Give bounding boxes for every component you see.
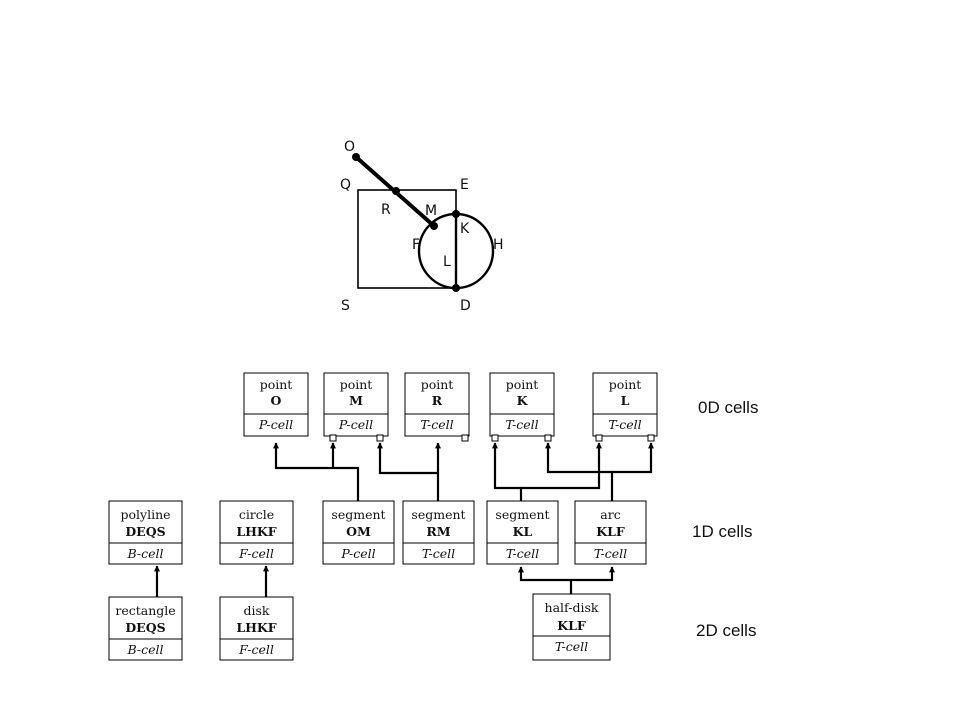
cell-polyline-deqs: polyline DEQS B-cell <box>108 500 183 565</box>
point-m-dot <box>430 222 438 230</box>
cell-kind: B-cell <box>126 546 163 561</box>
cell-point-k: point K T-cell <box>489 372 555 437</box>
cell-kind: T-cell <box>608 417 641 432</box>
cell-name: KL <box>513 524 533 539</box>
arrow-halfdisk-bus <box>518 566 573 594</box>
cell-type: point <box>421 377 454 392</box>
label-q: Q <box>340 177 351 193</box>
label-h: H <box>493 237 504 253</box>
label-o: O <box>344 139 355 155</box>
cell-segment-om: segment OM P-cell <box>322 500 395 565</box>
cell-type: segment <box>331 507 385 522</box>
cell-kind: B-cell <box>126 642 163 657</box>
arrow-kl-to-l <box>521 442 602 490</box>
label-s: S <box>341 298 350 314</box>
cell-name: KLF <box>557 618 586 633</box>
cell-kind: P-cell <box>258 417 293 432</box>
cell-half-disk-klf: half-disk KLF T-cell <box>532 593 611 661</box>
cell-name: KLF <box>596 524 625 539</box>
cell-type: segment <box>411 507 465 522</box>
label-m: M <box>425 203 437 219</box>
cell-type: rectangle <box>115 603 175 618</box>
point-k-dot <box>452 210 460 218</box>
cell-name: DEQS <box>125 524 165 539</box>
cell-kind: F-cell <box>238 546 274 561</box>
cell-type: half-disk <box>545 600 599 615</box>
cell-type: polyline <box>120 507 170 522</box>
cell-type: point <box>260 377 293 392</box>
cell-segment-kl: segment KL T-cell <box>486 500 559 565</box>
cell-name: LHKF <box>236 620 276 635</box>
port-squares <box>329 434 655 442</box>
point-o-dot <box>352 153 360 161</box>
cell-segment-rm: segment RM T-cell <box>402 500 475 565</box>
cell-point-o: point O P-cell <box>243 372 309 437</box>
cell-point-r: point R T-cell <box>404 372 470 437</box>
arrow-om-to-o <box>273 442 360 501</box>
label-r: R <box>381 202 391 218</box>
arrow-halfdisk-to-arc <box>571 566 615 582</box>
cell-name: L <box>621 393 630 408</box>
geometry-figure: O Q E R M K F H L S D <box>340 139 504 314</box>
cell-rectangle-deqs: rectangle DEQS B-cell <box>108 596 183 661</box>
cell-circle-lhkf: circle LHKF F-cell <box>219 500 294 565</box>
level-label-0d: 0D cells <box>698 398 758 417</box>
cell-name: RM <box>426 524 450 539</box>
arrow-arc-to-k <box>545 442 614 501</box>
arrow-arc-to-l <box>612 442 654 474</box>
cell-type: point <box>609 377 642 392</box>
cell-type: arc <box>600 507 620 522</box>
cell-kind: P-cell <box>338 417 373 432</box>
cell-point-l: point L T-cell <box>592 372 658 437</box>
cell-kind: T-cell <box>555 639 588 654</box>
label-l: L <box>443 254 451 270</box>
cell-type: circle <box>239 507 274 522</box>
cell-kind: P-cell <box>340 546 375 561</box>
cell-type: disk <box>244 603 270 618</box>
point-r-dot <box>392 187 400 195</box>
cell-arc-klf: arc KLF T-cell <box>574 500 647 565</box>
cell-name: DEQS <box>125 620 165 635</box>
cell-kind: T-cell <box>594 546 627 561</box>
label-d: D <box>460 298 471 314</box>
arrow-kl-bus <box>492 442 523 501</box>
cell-name: LHKF <box>236 524 276 539</box>
cell-type: segment <box>495 507 549 522</box>
label-e: E <box>460 177 469 193</box>
cell-point-m: point M P-cell <box>323 372 389 437</box>
cell-kind: T-cell <box>420 417 453 432</box>
point-l-dot <box>452 284 460 292</box>
cell-name: OM <box>346 524 371 539</box>
cell-kind: F-cell <box>238 642 274 657</box>
cell-name: K <box>517 393 529 408</box>
label-f: F <box>412 237 420 253</box>
level-label-2d: 2D cells <box>696 621 756 640</box>
cell-type: point <box>506 377 539 392</box>
cell-kind: T-cell <box>505 417 538 432</box>
cell-kind: T-cell <box>506 546 539 561</box>
label-k: K <box>460 221 470 237</box>
cell-name: M <box>349 393 363 408</box>
cell-name: R <box>432 393 443 408</box>
level-label-1d: 1D cells <box>692 522 752 541</box>
cell-disk-lhkf: disk LHKF F-cell <box>219 596 294 661</box>
connectors <box>154 442 654 597</box>
circle-arc-right <box>455 212 495 290</box>
circle-arc-left <box>417 212 457 290</box>
arrow-rm-to-m <box>377 442 438 475</box>
cell-kind: T-cell <box>422 546 455 561</box>
cell-name: O <box>271 393 282 408</box>
cell-type: point <box>340 377 373 392</box>
